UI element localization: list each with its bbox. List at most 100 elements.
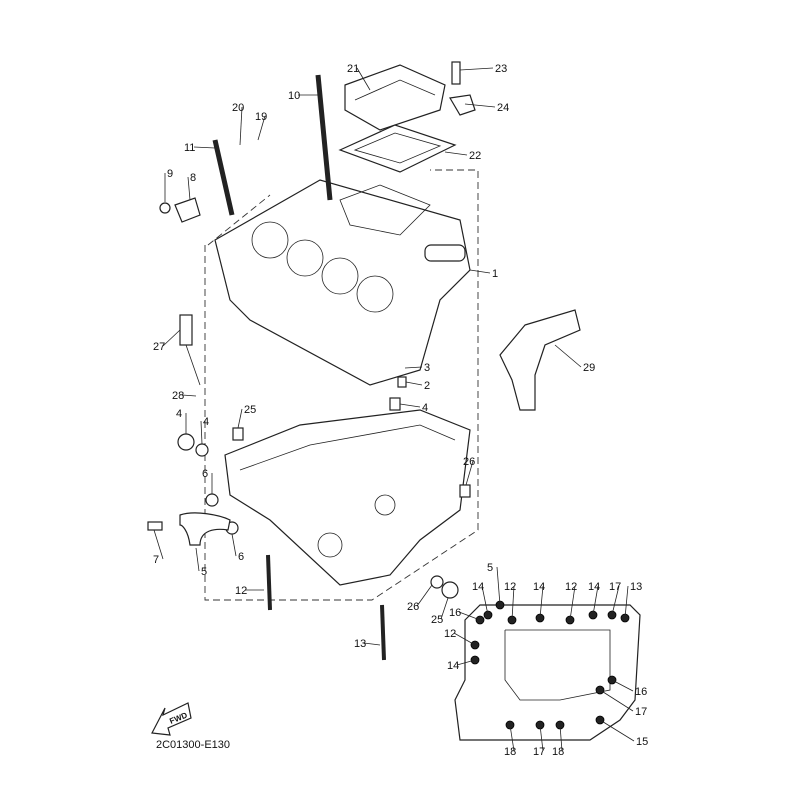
part-callout: 4 <box>203 416 209 428</box>
inset-part-callout: 12 <box>444 628 456 640</box>
part-callout: 28 <box>172 390 184 402</box>
part-callout: 21 <box>347 63 359 75</box>
inset-part-callout: 17 <box>609 581 621 593</box>
leader-line <box>611 679 634 692</box>
leader-line <box>459 67 494 71</box>
leader-line <box>458 611 481 621</box>
clamp-24 <box>449 94 476 116</box>
part-callout: 5 <box>201 566 207 578</box>
part-callout: 29 <box>583 362 595 374</box>
part-callout: 26 <box>463 456 475 468</box>
inset-part-callout: 13 <box>630 581 642 593</box>
bolt-7 <box>147 521 163 531</box>
leader-line <box>405 381 423 386</box>
leader-line <box>363 642 381 646</box>
leader-line <box>181 394 197 397</box>
part-callout: 22 <box>469 150 481 162</box>
dowel-4 <box>389 397 401 411</box>
leader-line <box>569 585 576 621</box>
leader-line <box>404 366 423 369</box>
part-callout: 9 <box>167 168 173 180</box>
pipe-5 <box>179 512 231 546</box>
leader-line <box>187 176 191 201</box>
leader-line <box>237 408 243 429</box>
leader-line <box>465 460 474 486</box>
dowel-4 <box>232 427 244 441</box>
leader-line <box>231 533 237 557</box>
leader-line <box>456 659 476 666</box>
inset-part-callout: 17 <box>635 706 647 718</box>
leader-line <box>592 585 599 616</box>
part-callout: 26 <box>407 601 419 613</box>
part-callout: 4 <box>176 408 182 420</box>
stud-bolt-11 <box>212 139 235 216</box>
leader-line <box>162 329 181 347</box>
inset-part-callout: 16 <box>449 607 461 619</box>
part-callout: 7 <box>153 554 159 566</box>
leader-line <box>539 724 544 752</box>
inset-part-callout: 17 <box>533 746 545 758</box>
inset-part-callout: 18 <box>552 746 564 758</box>
part-callout: 11 <box>184 142 195 154</box>
leader-line <box>153 529 164 560</box>
screw-23 <box>451 61 461 85</box>
dowel-4 <box>459 484 471 498</box>
part-callout: 6 <box>238 551 244 563</box>
diagram-code: 2C01300-E130 <box>156 739 230 751</box>
leader-line <box>481 585 489 616</box>
fwd-arrow-icon: FWD <box>151 702 192 736</box>
assembly-guide-line <box>207 194 271 246</box>
assembly-guide-line <box>204 169 479 601</box>
inset-part-callout: 14 <box>588 581 600 593</box>
leader-line <box>464 103 496 108</box>
part-callout: 2 <box>424 380 430 392</box>
inset-bottom-view <box>454 600 641 741</box>
leader-line <box>399 403 421 408</box>
leader-line <box>440 597 449 620</box>
part-callout: 24 <box>497 102 509 114</box>
part-callout: 20 <box>232 102 244 114</box>
stud-bolt-10 <box>315 74 333 201</box>
part-callout: 6 <box>202 468 208 480</box>
plug-9 <box>159 202 171 214</box>
washer-26 <box>430 575 444 589</box>
leader-line <box>511 585 515 621</box>
inset-part-callout: 12 <box>565 581 577 593</box>
leader-line <box>559 724 563 752</box>
leader-line <box>599 719 635 742</box>
part-callout: 4 <box>422 402 428 414</box>
leader-line <box>356 67 371 91</box>
leader-line <box>539 585 544 619</box>
inset-part-callout: 14 <box>447 660 459 672</box>
inset-part-callout: 16 <box>635 686 647 698</box>
leader-line <box>193 146 216 149</box>
leader-line <box>469 269 491 274</box>
bolt-13 <box>380 604 386 661</box>
oil-cover-21 <box>344 64 446 131</box>
leader-line <box>239 106 243 146</box>
leader-line <box>444 151 468 156</box>
leader-line <box>509 724 515 752</box>
inset-part-callout: 14 <box>533 581 545 593</box>
bracket-29 <box>499 309 581 411</box>
part-callout: 10 <box>288 90 300 102</box>
washer-26 <box>195 443 209 457</box>
oring-6 <box>205 493 219 507</box>
leader-line <box>599 689 634 712</box>
inset-part-callout: 14 <box>472 581 484 593</box>
part-callout: 19 <box>255 111 267 123</box>
sensor-27 <box>179 314 193 346</box>
part-callout: 1 <box>492 268 498 280</box>
gasket-22 <box>338 124 457 173</box>
inset-part-callout: 18 <box>504 746 516 758</box>
leader-line <box>496 566 501 606</box>
part-callout: 25 <box>244 404 256 416</box>
leader-line <box>257 115 266 141</box>
inset-part-callout: 15 <box>636 736 648 748</box>
leader-line <box>554 344 582 368</box>
part-callout: 3 <box>424 362 430 374</box>
leader-line <box>200 420 203 445</box>
bolt-12 <box>266 554 272 611</box>
leader-line <box>624 585 629 619</box>
